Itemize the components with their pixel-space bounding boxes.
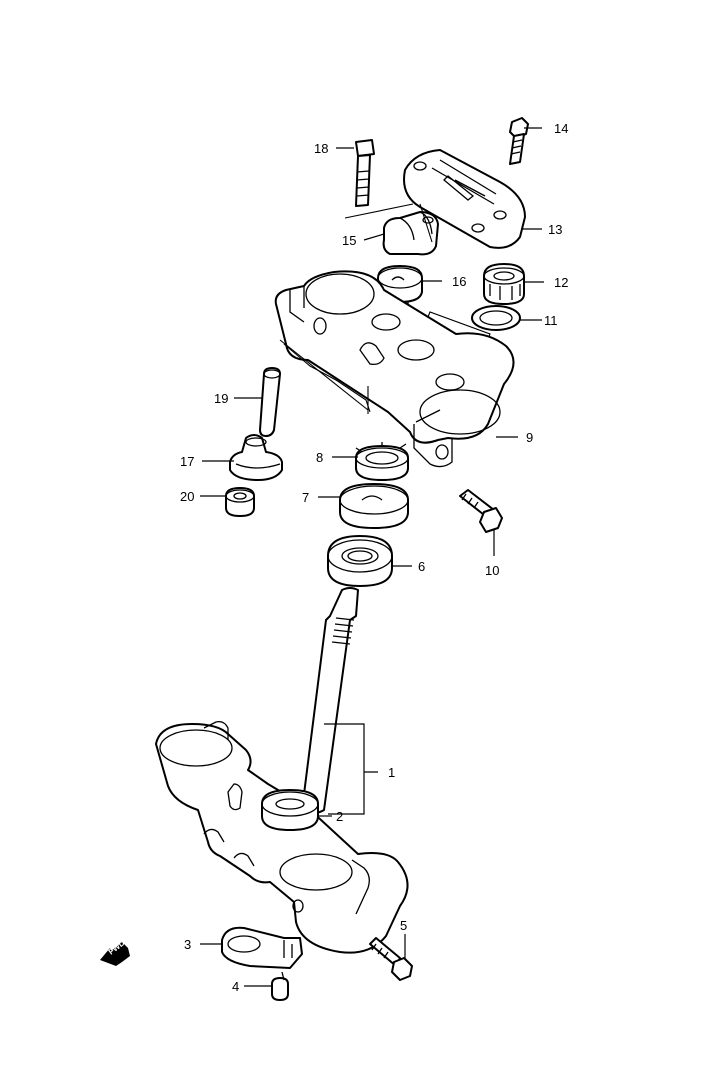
callout-20: 20 [180,489,194,504]
part-17-cushion [229,434,283,481]
part-13-handlebar-holder [403,149,526,249]
part-20-nut [225,487,255,517]
callout-15: 15 [342,233,356,248]
callout-6: 6 [418,559,425,574]
callout-labels: 14 13 18 15 16 12 11 9 19 17 20 8 7 10 6… [180,121,568,994]
callout-1: 1 [388,765,395,780]
callout-11: 11 [544,313,558,328]
part-15-handlebar-lower-holder [382,211,439,256]
part-19-pin [259,367,281,437]
part-5-bolt [369,937,413,981]
part-14-bolt [509,117,529,165]
part-7-dust-seal [339,483,409,529]
leader-lines [200,127,544,987]
callout-10: 10 [485,563,499,578]
callout-17: 17 [180,454,194,469]
part-11-washer [471,305,521,331]
part-4-screw [271,971,289,1001]
callout-19: 19 [214,391,228,406]
fwd-arrow-icon: FWD [100,938,130,966]
part-10-bolt [459,489,503,533]
callout-7: 7 [302,490,309,505]
part-3-clamp [221,926,303,969]
callout-18: 18 [314,141,328,156]
callout-2: 2 [336,809,343,824]
part-2-lower-bearing [261,789,319,831]
callout-13: 13 [548,222,562,237]
callout-5: 5 [400,918,407,933]
callout-8: 8 [316,450,323,465]
part-9-steering-stem-upper-bracket [274,270,515,468]
part-8-lock-nut [355,442,409,481]
part-1-steering-stem-lower-bracket [155,587,409,954]
callout-16: 16 [452,274,466,289]
part-6-steering-bearing [327,535,393,587]
callout-3: 3 [184,937,191,952]
part-12-steering-stem-nut [483,263,525,305]
part-18-bolt [355,139,375,207]
callout-12: 12 [554,275,568,290]
callout-14: 14 [554,121,568,136]
callout-9: 9 [526,430,533,445]
callout-4: 4 [232,979,239,994]
